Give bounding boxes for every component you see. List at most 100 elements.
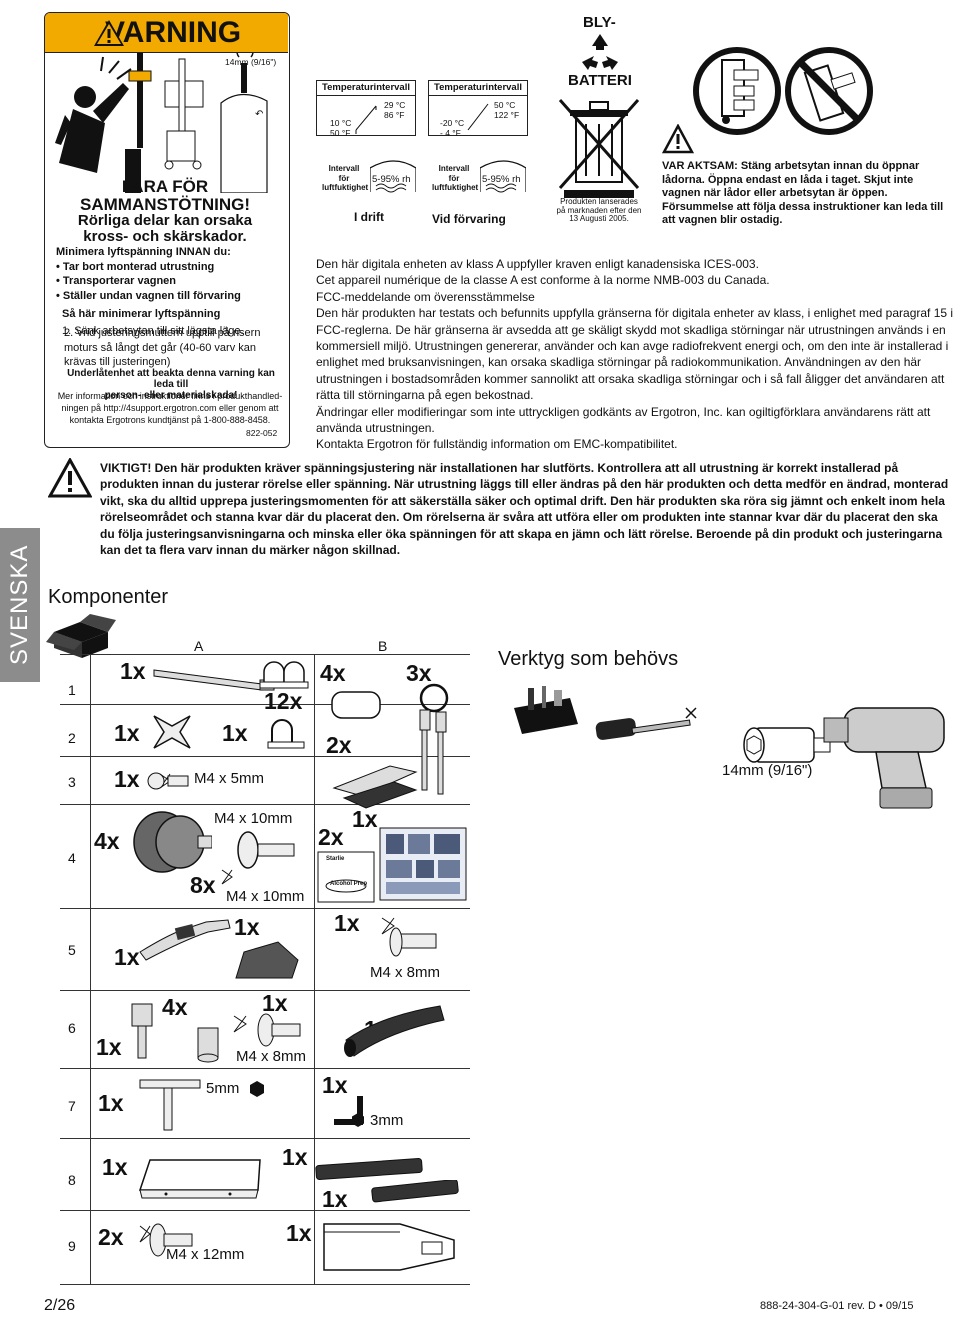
drill-icon: [823, 707, 945, 809]
nut-icon: [197, 1027, 219, 1063]
quantity: 4x: [94, 828, 120, 854]
storage-temperature-slope: [467, 103, 489, 131]
socket-size: 14mm (9/16"): [722, 762, 813, 779]
strap-icon: [139, 919, 231, 961]
knob-spec: M4 x 10mm: [214, 810, 293, 827]
document-code: 888-24-304-G-01 rev. D • 09/15: [760, 1300, 914, 1312]
tools-title: Verktyg som behövs: [498, 648, 679, 670]
hex-icon-small: [352, 1113, 364, 1127]
quantity: 1x: [282, 1144, 308, 1170]
quantity: 2x: [318, 824, 344, 850]
quantity: 1x: [102, 1154, 128, 1180]
quantity: 1x: [322, 1072, 348, 1098]
bracket-icon: [153, 715, 191, 749]
pad-icon: [331, 691, 381, 719]
socket-icon: [743, 727, 831, 763]
operating-temperature-box: Temperaturintervall: [316, 80, 416, 136]
instruction-card-icon: [379, 827, 467, 901]
quantity: 12x: [264, 688, 303, 714]
quantity: 4x: [320, 660, 346, 686]
warning-label: VARNING ↶ 14mm (9/16"): [44, 12, 290, 448]
screw-spec-2: M4 x 10mm: [226, 888, 305, 905]
no-push-cart-icon: [785, 47, 873, 135]
storage-humidity-icon: [480, 160, 526, 193]
warning-step-2: 2. Vrid justeringsmuttern upptill på ris…: [64, 327, 261, 368]
important-warning-icon: [48, 458, 92, 498]
tray-icon: [138, 1159, 261, 1199]
allen-key-spec: 5mm: [206, 1080, 240, 1097]
caution-text: VAR AKTSAM: Stäng arbetsytan innan du öp…: [662, 160, 944, 226]
row-number: 4: [68, 850, 76, 866]
bar-icon-2: [371, 1180, 459, 1203]
warning-header: VARNING: [45, 13, 288, 53]
crush-hazard-illustration: ↶: [55, 53, 268, 193]
row-number: 5: [68, 942, 76, 958]
pad-brand: Starlie: [326, 856, 345, 862]
pad-label: Alcohol Prep: [330, 881, 368, 887]
quantity: 1x: [322, 1186, 348, 1212]
recycle-icon: [582, 34, 618, 70]
screw-spec-4: M4 x 8mm: [236, 1048, 307, 1065]
page-number: 2/26: [44, 1297, 76, 1314]
row-number: 3: [68, 774, 76, 790]
socket-size-label: 14mm (9/16"): [225, 57, 277, 67]
crush-hazard-title: FARA FÖR SAMMANSTÖTNING!: [80, 177, 250, 214]
quantity: 3x: [406, 660, 432, 686]
language-tab: [0, 528, 40, 682]
battery-note: Produkten lanserades på marknaden efter …: [556, 197, 642, 224]
screw-icon-3: [233, 1013, 301, 1047]
warning-consequence: Underlåtenhet att beakta denna varning k…: [67, 368, 275, 401]
row-number: 9: [68, 1238, 76, 1254]
components-title: Komponenter: [48, 586, 169, 608]
mount-bracket-icon: [323, 1223, 455, 1271]
quantity: 1x: [98, 1090, 124, 1116]
row-number: 8: [68, 1172, 76, 1188]
quantity: 1x: [96, 1034, 122, 1060]
quantity: 1x: [120, 658, 146, 684]
screw-spec-5: M4 x 12mm: [166, 1246, 245, 1263]
quantity: 1x: [352, 806, 378, 832]
important-notice: VIKTIGT! Den här produkten kräver spänni…: [100, 461, 949, 558]
warning-instructions: Minimera lyftspänning INNAN du: Tar bort…: [56, 245, 286, 338]
key-blank-icon: [131, 1003, 153, 1059]
storage-temperature-box: Temperaturintervall: [428, 80, 528, 136]
battery-title-1: BLY-: [583, 14, 616, 31]
caution-icon: [662, 124, 694, 154]
language-label: SVENSKA: [6, 544, 33, 666]
box-icon: [46, 614, 116, 658]
knob-icon: [133, 811, 212, 873]
quantity: 1x: [286, 1220, 312, 1246]
label-code: 822-052: [246, 428, 278, 438]
phillips-bit-icon: [685, 707, 697, 719]
bar-icon: [315, 1158, 423, 1180]
weee-bin-icon: [558, 99, 640, 198]
screw-icon: [147, 772, 189, 790]
velcro-strip-icon: [332, 765, 418, 809]
quantity: 1x: [114, 766, 140, 792]
quantity: 2x: [98, 1224, 124, 1250]
toolbox-icon: [514, 686, 578, 734]
battery-title-2: BATTERI: [568, 72, 632, 89]
column-b-label: B: [378, 638, 388, 654]
screw-icon-2: [381, 917, 437, 957]
temperature-slope: [355, 105, 377, 134]
emc-compliance-text: Den här digitala enheten av klass A uppf…: [316, 257, 954, 452]
screw-spec: M4 x 5mm: [194, 770, 265, 787]
quantity: 1x: [114, 720, 140, 746]
row-number: 6: [68, 1020, 76, 1036]
allen-key-large-icon: [139, 1079, 201, 1131]
quantity: 1x: [334, 910, 360, 936]
humidity-icon: [370, 160, 416, 193]
clip-icon: [267, 719, 305, 749]
allen-key-small-spec: 3mm: [370, 1112, 404, 1129]
quantity: 4x: [162, 994, 188, 1020]
operating-label: I drift: [354, 210, 384, 224]
screw-icon-4: [139, 1223, 193, 1257]
cover-icon: [235, 941, 299, 979]
svg-text:↶: ↶: [255, 109, 263, 120]
quantity: 1x: [114, 944, 140, 970]
warning-info: Mer information och instruktioner finns …: [57, 391, 283, 425]
